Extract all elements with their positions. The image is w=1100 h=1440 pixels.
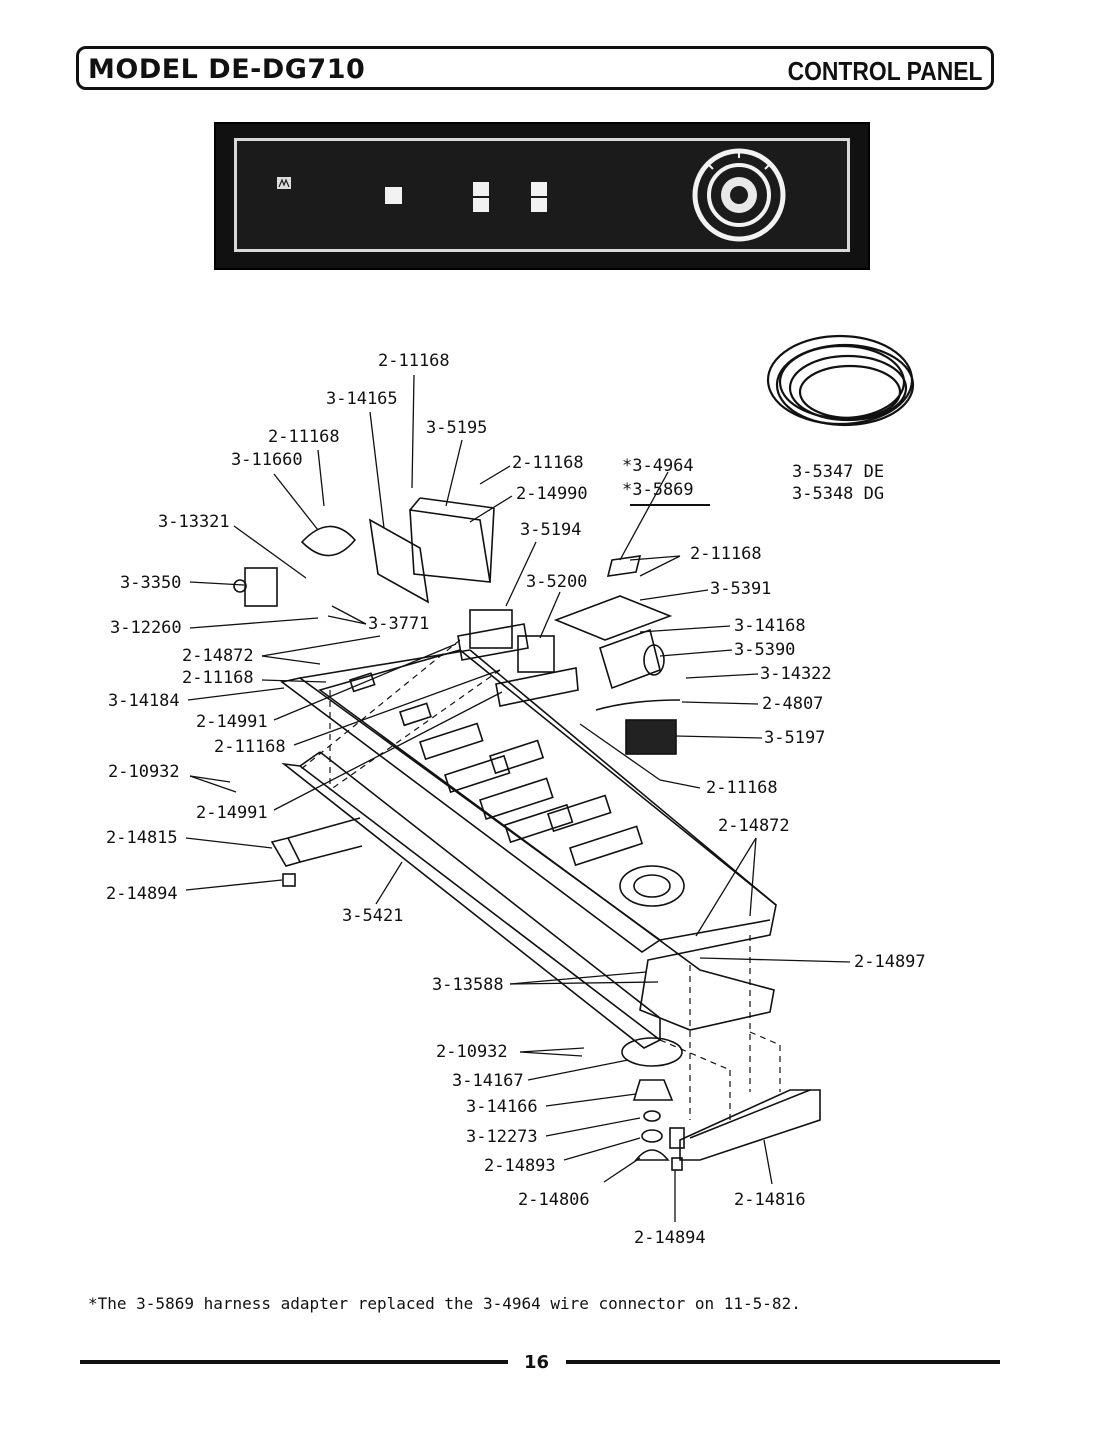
part-label: 2-14872 (182, 646, 254, 666)
timer-dial-icon (692, 148, 786, 242)
part-label: *3-4964 (622, 456, 694, 476)
part-label: 2-11168 (268, 427, 340, 447)
front-brace (281, 762, 662, 1049)
page-number: 16 (524, 1352, 550, 1373)
part-label: 2-11168 (214, 737, 286, 757)
part-label: 2-14893 (484, 1156, 556, 1176)
switch-3-5194 (469, 609, 513, 649)
part-label: 3-14322 (760, 664, 832, 684)
part-label: 3-11660 (231, 450, 303, 470)
part-label: 2-4807 (762, 694, 824, 714)
part-label: 3-13588 (432, 975, 504, 995)
left-clip (282, 873, 296, 887)
part-label: 3-5421 (342, 906, 404, 926)
part-label: 2-14991 (196, 803, 268, 823)
part-label: 3-14166 (466, 1097, 538, 1117)
left-end-cap (270, 837, 302, 867)
part-label: 3-14184 (108, 691, 180, 711)
part-label: 2-11168 (182, 668, 254, 688)
timer-body (553, 595, 673, 641)
part-label: 2-11168 (706, 778, 778, 798)
panel-button-5 (531, 198, 547, 212)
right-clip (669, 1127, 685, 1149)
footer-rule-right (566, 1360, 1000, 1364)
part-label: 2-14990 (516, 484, 588, 504)
right-clip-2 (671, 1157, 683, 1171)
part-label: 2-14872 (718, 816, 790, 836)
dial-skirt-3-14167 (621, 1037, 683, 1067)
part-label: 3-13321 (158, 512, 230, 532)
panel-button-2 (473, 182, 489, 196)
drive-motor (244, 567, 278, 607)
switch-3-5200 (517, 635, 555, 673)
part-label: 2-14897 (854, 952, 926, 972)
part-label: 2-10932 (108, 762, 180, 782)
terminal-bracket (368, 518, 430, 604)
part-label: 3-5195 (426, 418, 488, 438)
wire-harness-coil-icon (766, 334, 915, 427)
part-label: 2-11168 (690, 544, 762, 564)
leader-lines (185, 374, 851, 1222)
part-label: 3-5197 (764, 728, 826, 748)
panel-button-1 (385, 187, 402, 204)
part-label: 3-5390 (734, 640, 796, 660)
panel-button-4 (531, 182, 547, 196)
part-label: 3-3771 (368, 614, 430, 634)
header-frame (76, 46, 994, 90)
maytag-logo-icon (277, 177, 291, 189)
footer-rule-left (80, 1360, 508, 1364)
plate-brackets (348, 672, 644, 867)
part-label: 3-14165 (326, 389, 398, 409)
harness-adapter (606, 555, 642, 577)
relay-3-5197 (625, 719, 677, 755)
part-label: *3-5869 (622, 480, 694, 500)
part-label: 2-11168 (512, 453, 584, 473)
panel-base-plate (318, 649, 777, 1031)
part-label: 2-14894 (634, 1228, 706, 1248)
part-label: 3-12273 (466, 1127, 538, 1147)
right-end-cap (679, 1089, 821, 1161)
part-label: 2-14806 (518, 1190, 590, 1210)
terminal-block (409, 509, 491, 583)
part-label: 2-14815 (106, 828, 178, 848)
part-label: 2-14991 (196, 712, 268, 732)
lead-wire (595, 699, 681, 711)
harness-label-dg: 3-5348 DG (792, 484, 885, 504)
part-label: 2-10932 (436, 1042, 508, 1062)
footnote: *The 3-5869 harness adapter replaced the… (88, 1294, 801, 1313)
part-label: 2-14894 (106, 884, 178, 904)
part-label: 3-5391 (710, 579, 772, 599)
part-label: 3-14168 (734, 616, 806, 636)
timer-motor (599, 628, 661, 690)
dial-mount-boss (619, 865, 685, 907)
part-label: 2-14816 (734, 1190, 806, 1210)
part-label: 3-5194 (520, 520, 582, 540)
model-title: MODEL DE-DG710 (88, 54, 366, 85)
section-title: CONTROL PANEL (787, 56, 982, 86)
part-label: 3-12260 (110, 618, 182, 638)
part-label: 3-3350 (120, 573, 182, 593)
part-label: 3-14167 (452, 1071, 524, 1091)
harness-label-de: 3-5347 DE (792, 462, 885, 482)
panel-button-3 (473, 198, 489, 212)
part-label: 2-11168 (378, 351, 450, 371)
cover-dome (300, 525, 357, 557)
part-label: 3-5200 (526, 572, 588, 592)
knob-3-14166 (632, 1079, 674, 1101)
